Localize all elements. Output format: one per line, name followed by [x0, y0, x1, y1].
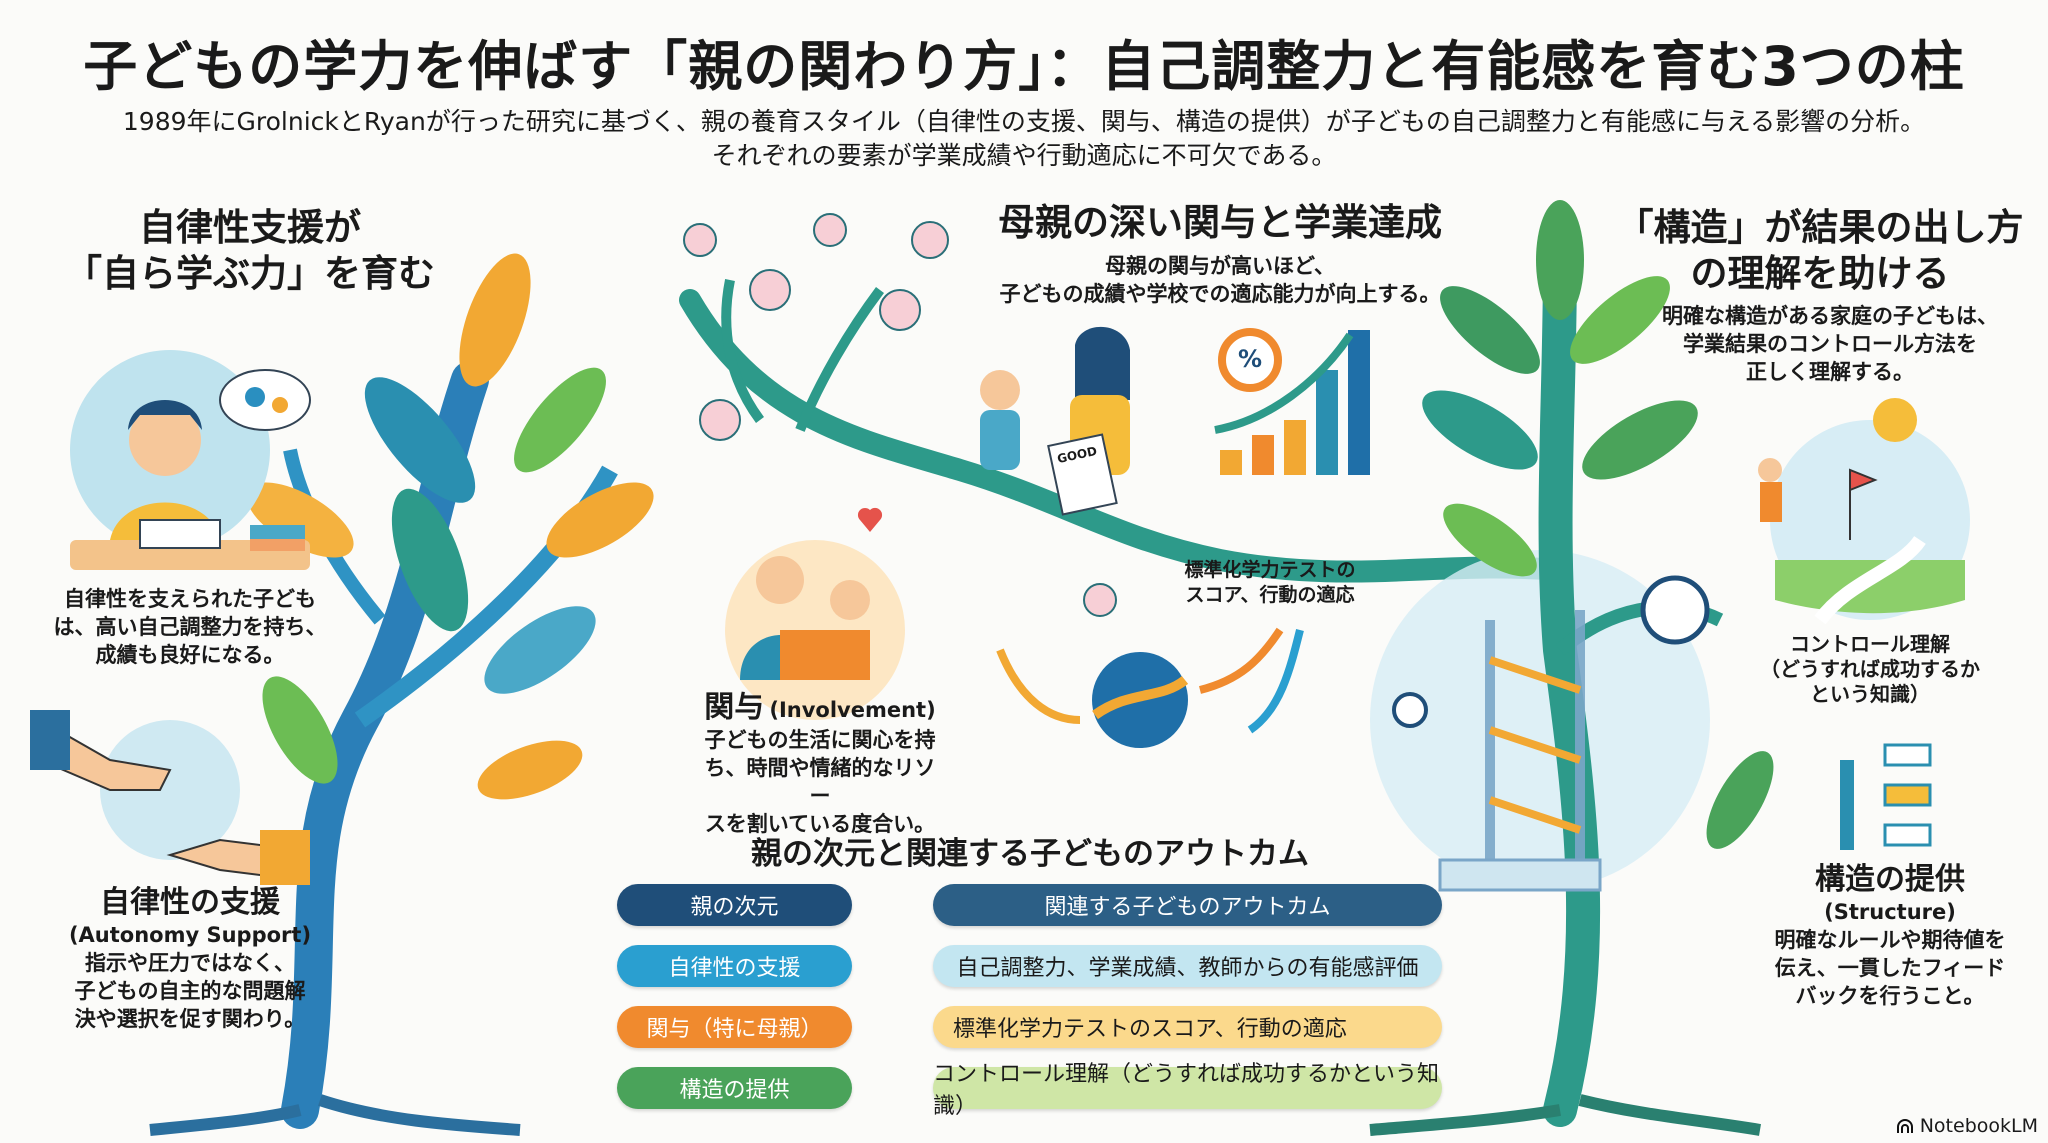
table-header-dimension: 親の次元	[617, 884, 852, 926]
control-understanding-note: コントロール理解 （どうすれば成功するか という知識）	[1750, 632, 1990, 707]
description-line: 指示や圧力ではなく、	[85, 951, 295, 975]
child-studying-illustration	[70, 350, 311, 570]
description-line: スを割いている度合い。	[704, 812, 936, 836]
note-line: コントロール理解	[1790, 632, 1950, 656]
structure-label-en: (Structure)	[1824, 900, 1956, 924]
structure-label: 構造の提供	[1815, 862, 1965, 897]
autonomy-heading: 自律性支援が 「自ら学ぶ力」を育む	[40, 205, 460, 297]
involvement-definition: 関与 (Involvement) 子どもの生活に関心を持 ち、時間や情緒的なリソ…	[700, 690, 940, 838]
description-line: ち、時間や情緒的なリソー	[704, 756, 936, 808]
description-line: 伝え、一貫したフィード	[1774, 956, 2006, 980]
table-row-dimension: 自律性の支援	[617, 945, 852, 987]
autonomy-caption: 自律性を支えられた子ども は、高い自己調整力を持ち、 成績も良好になる。	[40, 585, 340, 669]
brand-name: NotebookLM	[1919, 1115, 2038, 1137]
autonomy-heading-line1: 自律性支援が	[139, 206, 361, 249]
table-row-outcome-text: 標準化学力テストのスコア、行動の適応	[953, 1017, 1347, 1042]
table-title: 親の次元と関連する子どものアウトカム	[751, 836, 1309, 872]
caption-line: 成績も良好になる。	[95, 643, 285, 667]
structure-heading-line2: の理解を助ける	[1690, 252, 1950, 295]
note-line: （どうすれば成功するか	[1760, 657, 1980, 681]
involvement-label-en: (Involvement)	[769, 698, 936, 722]
body-line: 明確な構造がある家庭の子どもは、	[1662, 304, 1998, 328]
body-line: 母親の関与が高いほど、	[1105, 254, 1335, 278]
description-line: 明確なルールや期待値を	[1774, 928, 2006, 952]
table-row-dimension: 関与（特に母親）	[617, 1006, 852, 1048]
notebooklm-icon	[1896, 1119, 1913, 1133]
note-line: 標準化学力テストの	[1184, 559, 1356, 581]
involvement-heading: 母親の深い関与と学業達成	[998, 201, 1442, 244]
structure-definition: 構造の提供 (Structure) 明確なルールや期待値を 伝え、一貫したフィー…	[1760, 862, 2020, 1010]
involvement-label: 関与	[704, 690, 765, 725]
description-line: 子どもの自主的な問題解	[74, 979, 306, 1003]
body-line: 子どもの成績や学校での適応能力が向上する。	[999, 282, 1441, 306]
description-line: 決や選択を促す関わり。	[74, 1007, 306, 1031]
note-line: という知識）	[1810, 682, 1930, 706]
page-subtitle-line2: それぞれの要素が学業成績や行動適応に不可欠である。	[711, 141, 1337, 170]
center-branch-illustration	[679, 213, 1571, 748]
autonomy-label: 自律性の支援	[100, 885, 280, 920]
helping-hand-illustration	[30, 710, 310, 885]
caption-line: は、高い自己調整力を持ち、	[53, 615, 327, 639]
structure-heading: 「構造」が結果の出し方 の理解を助ける	[1600, 205, 2040, 297]
table-row-outcome: 自己調整力、学業成績、教師からの有能感評価	[933, 945, 1442, 987]
page-subtitle-line1: 1989年にGrolnickとRyanが行った研究に基づく、親の養育スタイル（自…	[122, 107, 1926, 136]
table-header-outcome: 関連する子どものアウトカム	[933, 884, 1442, 926]
table-row-dimension: 構造の提供	[617, 1067, 852, 1109]
description-line: 子どもの生活に関心を持	[704, 728, 936, 752]
notebooklm-logo: NotebookLM	[1896, 1115, 2038, 1137]
caption-line: 自律性を支えられた子ども	[64, 587, 316, 611]
note-line: スコア、行動の適応	[1185, 584, 1355, 606]
structure-heading-line1: 「構造」が結果の出し方	[1616, 206, 2024, 249]
body-line: 正しく理解する。	[1746, 360, 1914, 384]
involvement-body: 母親の関与が高いほど、 子どもの成績や学校での適応能力が向上する。	[960, 252, 1480, 308]
autonomy-heading-line2: 「自ら学ぶ力」を育む	[65, 252, 435, 295]
autonomy-label-en: (Autonomy Support)	[68, 923, 312, 947]
left-tree-illustration	[149, 253, 654, 1136]
structure-body: 明確な構造がある家庭の子どもは、 学業結果のコントロール方法を 正しく理解する。	[1620, 302, 2040, 386]
description-line: バックを行うこと。	[1795, 984, 1985, 1008]
autonomy-definition: 自律性の支援 (Autonomy Support) 指示や圧力ではなく、 子ども…	[40, 885, 340, 1033]
involvement-outcome-note: 標準化学力テストの スコア、行動の適応	[1170, 558, 1370, 608]
percent-icon: %	[1238, 345, 1263, 373]
table-row-outcome: コントロール理解（どうすれば成功するかという知識）	[933, 1062, 1442, 1119]
right-tree-illustration	[1369, 200, 1970, 1136]
page-title: 子どもの学力を伸ばす「親の関わり方」：自己調整力と有能感を育む3つの柱	[83, 35, 1965, 98]
body-line: 学業結果のコントロール方法を	[1683, 332, 1977, 356]
table-row-outcome: 標準化学力テストのスコア、行動の適応	[933, 1006, 1442, 1048]
